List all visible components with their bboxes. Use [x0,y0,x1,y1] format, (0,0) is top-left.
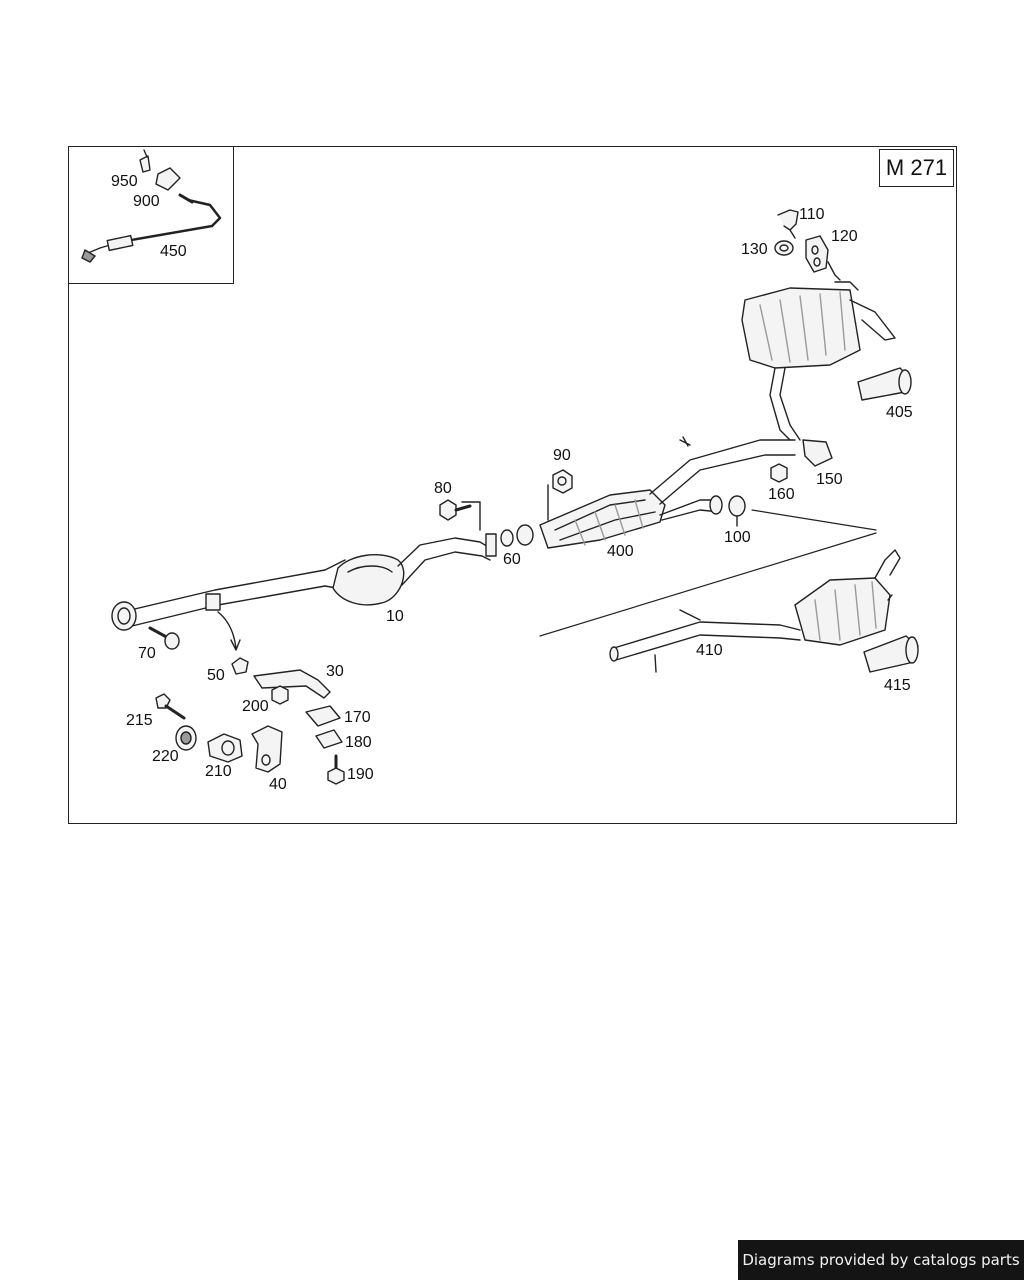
callout-215: 215 [126,712,153,729]
hanger-150 [802,439,833,467]
model-code: M 271 [885,155,948,180]
arrow-head [230,639,241,651]
bolt-80 [439,499,481,531]
callout-120: 120 [831,228,858,245]
bracket-40 [251,725,283,773]
rubber-mount-120 [805,235,841,281]
washer-200 [271,685,289,705]
nut-90 [547,469,573,521]
callout-90: 90 [553,447,571,464]
callout-410: 410 [696,642,723,659]
callout-160: 160 [768,486,795,503]
callout-900: 900 [133,193,160,210]
credit-text: Diagrams provided by catalogs parts [742,1251,1020,1269]
callout-170: 170 [344,709,371,726]
callout-400: 400 [607,543,634,560]
rear-muffler-upper [741,281,896,441]
bushing-130 [774,240,794,256]
clip-950 [139,149,151,173]
bushing-210 [207,733,243,763]
callout-130: 130 [741,241,768,258]
callout-50: 50 [207,667,225,684]
model-code-box: M 271 [879,149,954,187]
clamp-180 [315,729,343,749]
callout-40: 40 [269,776,287,793]
callout-210: 210 [205,763,232,780]
callout-950: 950 [111,173,138,190]
rubber-mount-220 [175,725,197,751]
rear-muffler-410 [609,549,901,673]
nut-160 [770,463,788,483]
center-muffler-400 [539,436,796,549]
bracket-30 [253,669,331,699]
oxygen-sensor-450 [81,193,222,263]
bolt-215 [155,693,186,720]
callout-180: 180 [345,734,372,751]
pointer-arrow [217,611,237,649]
front-pipe-10 [111,537,491,631]
callout-30: 30 [326,663,344,680]
oxygen-sensor-inset [68,146,234,284]
clamp-170 [305,705,341,727]
callout-80: 80 [434,480,452,497]
bracket-110 [777,209,799,239]
diagram-frame [68,146,957,824]
bolt-190 [327,754,345,785]
connector-900 [155,167,181,191]
clamp-100 [728,495,746,527]
tailpipe-trim-405 [857,367,912,401]
callout-220: 220 [152,748,179,765]
callout-100: 100 [724,529,751,546]
reference-lines [539,509,877,637]
callout-150: 150 [816,471,843,488]
callout-200: 200 [242,698,269,715]
callout-415: 415 [884,677,911,694]
callout-110: 110 [799,206,825,223]
tailpipe-trim-415 [863,635,919,673]
credit-banner: Diagrams provided by catalogs parts [738,1240,1024,1280]
gasket-60 [485,524,534,557]
callout-405: 405 [886,404,913,421]
callout-190: 190 [347,766,374,783]
callout-450: 450 [160,243,187,260]
clip-50 [231,657,249,675]
callout-60: 60 [503,551,521,568]
bolt-70 [148,626,180,650]
callout-70: 70 [138,645,156,662]
callout-10: 10 [386,608,404,625]
